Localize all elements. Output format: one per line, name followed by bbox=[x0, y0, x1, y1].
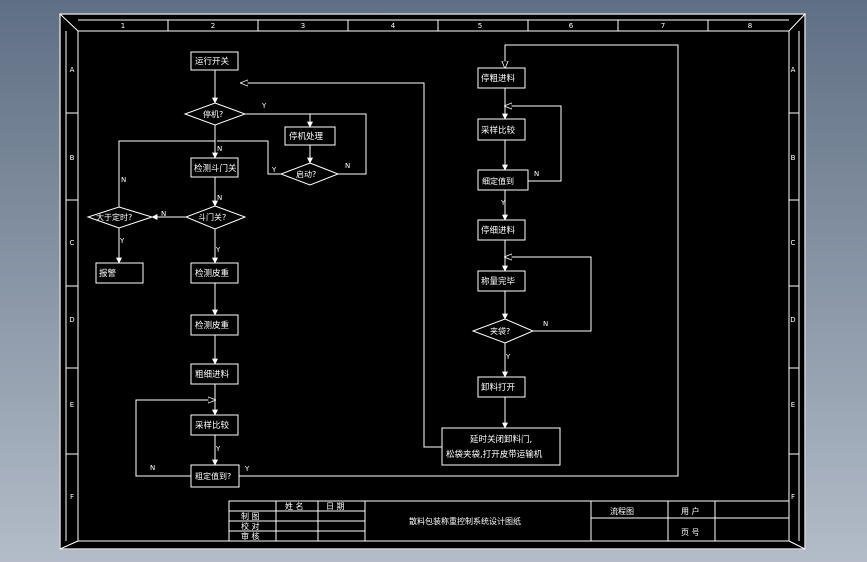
column-label: 5 bbox=[478, 22, 482, 30]
fine-feed-label: 停细进料 bbox=[481, 225, 516, 236]
branch-yes-label: Y bbox=[215, 445, 221, 453]
fine-feed-box bbox=[477, 219, 526, 241]
coarse-right-decision bbox=[477, 169, 529, 191]
detect-door-label: 检测斗门关 bbox=[194, 163, 237, 174]
bag-decision-label: 夹袋? bbox=[490, 326, 510, 336]
drawing-title: 散料包装称重控制系统设计图纸 bbox=[409, 516, 521, 526]
stop-decision bbox=[183, 102, 247, 126]
column-label: 1 bbox=[121, 22, 125, 30]
branch-no-label: N bbox=[217, 194, 222, 202]
branch-no-label: N bbox=[543, 320, 548, 328]
row-label-left: F bbox=[70, 493, 74, 501]
coarse-right-decision-label: 细定值到 bbox=[482, 176, 514, 186]
drawing-sheet bbox=[59, 13, 806, 550]
final-label-line1: 延时关闭卸料门, bbox=[470, 434, 532, 445]
row-label-left: B bbox=[70, 154, 75, 162]
title-col-date: 日 期 bbox=[326, 502, 345, 511]
branch-yes-label: Y bbox=[244, 465, 250, 473]
sample-cmp-right-label: 采样比较 bbox=[481, 125, 516, 136]
coarse-left-decision-label: 粗定值到? bbox=[195, 471, 231, 481]
row-label-left: A bbox=[70, 66, 75, 74]
door-decision bbox=[184, 205, 247, 230]
coarse-left-decision bbox=[190, 464, 240, 488]
row-label-left: C bbox=[70, 239, 75, 247]
branch-yes-label: Y bbox=[500, 199, 506, 207]
final-box bbox=[441, 427, 561, 466]
branch-no-label: N bbox=[345, 162, 350, 170]
stop-handle-box bbox=[284, 126, 336, 146]
column-label: 2 bbox=[211, 22, 215, 30]
title-row-review: 审 核 bbox=[241, 531, 260, 541]
over-time-decision bbox=[86, 206, 154, 229]
start-label: 运行开关 bbox=[195, 56, 230, 67]
sample-cmp-right-box bbox=[477, 118, 526, 141]
branch-yes-label: Y bbox=[261, 102, 267, 110]
start-box bbox=[190, 51, 239, 71]
row-label-left: E bbox=[70, 401, 74, 409]
alarm-label: 报警 bbox=[99, 268, 117, 279]
title-row-draw: 制 图 bbox=[241, 511, 260, 521]
branch-yes-label: Y bbox=[119, 237, 125, 245]
open-gate-label: 卸料打开 bbox=[481, 382, 516, 393]
bag-decision bbox=[471, 318, 535, 344]
over-time-decision-label: 大于定时? bbox=[96, 212, 132, 222]
coarse-feed-left-label: 粗细进料 bbox=[195, 369, 230, 380]
detect-ds1-label: 检测皮重 bbox=[195, 268, 230, 279]
branch-no-label: N bbox=[121, 176, 126, 184]
restart-decision-label: 启动? bbox=[296, 169, 316, 179]
coarse-feed-right-label: 停粗进料 bbox=[481, 73, 516, 84]
page-label: 页 号 bbox=[681, 528, 700, 537]
row-label-right: C bbox=[791, 239, 796, 247]
coarse-feed-left-box bbox=[190, 363, 239, 385]
title-col-name: 姓 名 bbox=[285, 501, 304, 511]
detect-door-box bbox=[190, 157, 239, 178]
branch-yes-label: Y bbox=[215, 246, 221, 254]
sample-cmp-left-label: 采样比较 bbox=[195, 420, 230, 431]
branch-yes-label: Y bbox=[271, 166, 277, 174]
column-label: 7 bbox=[661, 22, 665, 30]
user-label: 用 户 bbox=[681, 506, 700, 516]
column-label: 6 bbox=[569, 22, 574, 30]
row-label-left: D bbox=[69, 316, 74, 324]
door-decision-label: 斗门关? bbox=[198, 212, 226, 222]
weigh-done-box bbox=[477, 270, 526, 292]
stop-handle-label: 停机处理 bbox=[289, 131, 324, 142]
row-label-right: E bbox=[791, 401, 795, 409]
row-label-right: A bbox=[791, 66, 796, 74]
row-label-right: D bbox=[790, 316, 795, 324]
branch-no-label: N bbox=[534, 170, 539, 178]
row-label-right: B bbox=[791, 154, 796, 162]
branch-no-label: N bbox=[217, 145, 222, 153]
detect-ds1-box bbox=[190, 262, 239, 284]
branch-no-label: N bbox=[150, 464, 155, 472]
column-label: 3 bbox=[301, 22, 305, 30]
stop-decision-label: 停机? bbox=[203, 109, 223, 119]
restart-decision bbox=[279, 162, 340, 186]
branch-no-label: N bbox=[161, 210, 166, 218]
detect-ds2-box bbox=[190, 314, 239, 336]
weigh-done-label: 称量完毕 bbox=[481, 276, 516, 287]
sample-cmp-left-box bbox=[190, 414, 239, 436]
alarm-box bbox=[95, 262, 144, 284]
column-label: 8 bbox=[748, 22, 752, 30]
branch-yes-label: Y bbox=[505, 353, 511, 361]
doc-type: 流程图 bbox=[610, 506, 634, 516]
column-label: 4 bbox=[391, 22, 396, 30]
open-gate-box bbox=[477, 376, 526, 398]
coarse-feed-right-box bbox=[477, 67, 526, 89]
row-label-right: F bbox=[791, 493, 795, 501]
final-label-line2: 松袋夹袋,打开皮带运输机 bbox=[446, 449, 543, 460]
detect-ds2-label: 检测皮重 bbox=[195, 320, 230, 331]
title-row-check: 校 对 bbox=[241, 521, 260, 531]
